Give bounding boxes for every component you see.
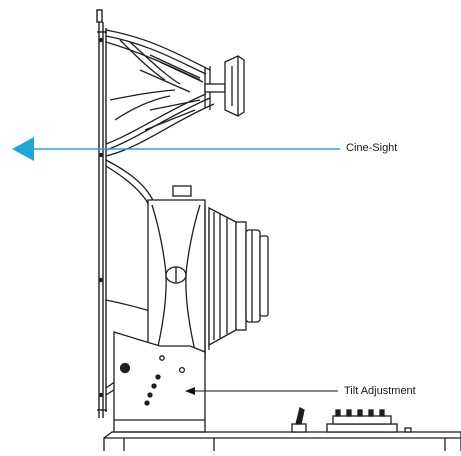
woofer-body [147,185,269,373]
base-chassis [103,431,461,451]
cine-sight-label: Cine-Sight [346,142,398,154]
tilt-bracket [113,331,206,433]
terminal-block [326,409,412,433]
toggle-switch [291,407,307,433]
cine-sight-arrow [12,137,340,161]
tilt-adjustment-label: Tilt Adjustment [344,385,416,397]
horn-assembly [105,29,245,157]
front-baffle [96,9,107,418]
